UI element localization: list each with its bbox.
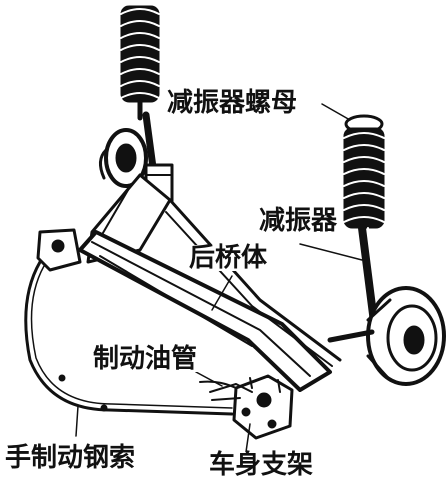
handbrake-cable (24, 260, 234, 416)
leader-axle (211, 275, 233, 311)
leader-shock-nut (321, 103, 351, 121)
label-handbrake-cable: 手制动钢索 (4, 443, 137, 473)
leader-cable (75, 405, 79, 437)
leader-bracket (245, 423, 251, 453)
label-rear-axle-body: 后桥体 (188, 243, 269, 273)
label-brake-oil-pipe: 制动油管 (92, 344, 199, 374)
rear-axle-beam (78, 198, 342, 392)
leader-brake-pipe (195, 371, 223, 387)
label-shock-absorber: 减振器 (258, 206, 339, 236)
right-coil-spring (343, 114, 385, 229)
label-shock-absorber-nut: 减振器螺母 (166, 88, 299, 118)
leader-shock (299, 243, 363, 261)
body-bracket (232, 374, 294, 440)
left-coil-spring (120, 5, 160, 121)
right-wheel-hub (327, 286, 446, 386)
label-body-bracket: 车身支架 (208, 450, 315, 480)
brake-oil-pipe (199, 380, 253, 401)
leader-lines (75, 103, 363, 453)
left-wheel-hub (99, 128, 148, 188)
